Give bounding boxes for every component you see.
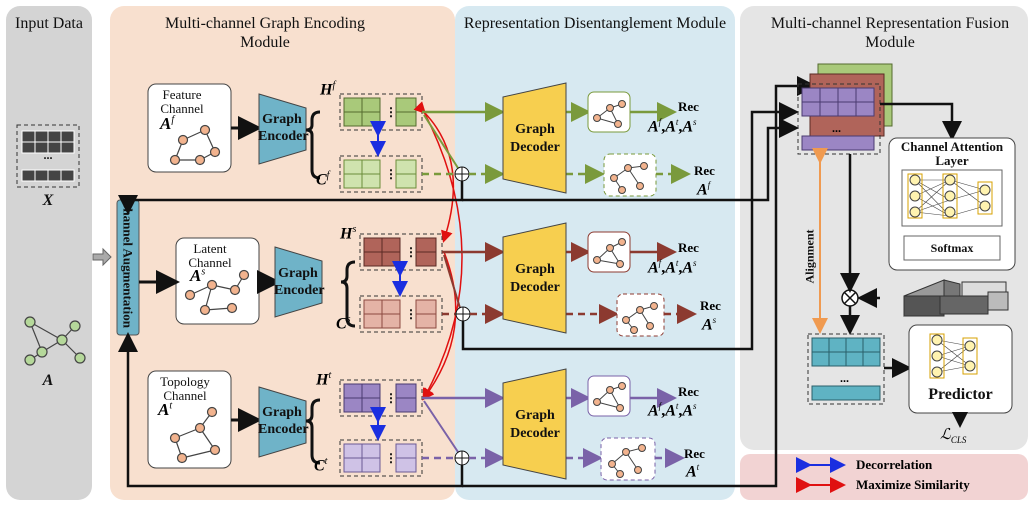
latent-graph-encoder (274, 246, 323, 318)
c-feature-label: Cf (316, 170, 330, 189)
legend-decorrelation: Decorrelation (856, 457, 933, 472)
latent-channel-name: Latent Channel (188, 241, 232, 270)
rec-topology-only-label: Rec (684, 446, 705, 461)
feature-channel-name: Feature Channel (160, 87, 204, 116)
fused-representation: ... (807, 333, 885, 405)
h-feature-label: Hf (320, 80, 336, 99)
feature-channel-graph (169, 124, 221, 166)
legend-maximize-similarity: Maximize Similarity (856, 477, 970, 492)
rec-topology-full-math: Af,At,As (648, 401, 697, 420)
fusion-title: Multi-channel Representation Fusion Modu… (770, 15, 1010, 51)
feature-encoder-label: Graph Encoder (258, 112, 309, 144)
rec-graph-feature-only (603, 153, 657, 197)
softmax-box (903, 235, 1001, 261)
rec-graph-topology-only (600, 437, 656, 481)
svg-text:⋮: ⋮ (385, 167, 397, 181)
rec-graph-topology-full (587, 375, 631, 417)
rec-feature-only-math: Af (697, 180, 711, 199)
feature-matrix-x (16, 124, 80, 188)
rec-feature-only-label: Rec (694, 163, 715, 178)
feature-channel-adj: Af (160, 114, 175, 133)
h-latent-label: Hs (340, 224, 357, 243)
disentangle-title: Representation Disentanglement Module (463, 15, 727, 32)
topology-encoder-label: Graph Encoder (258, 405, 309, 437)
rec-latent-full-label: Rec (678, 240, 699, 255)
topology-graph-encoder (258, 386, 307, 458)
svg-text:⋮: ⋮ (405, 245, 417, 259)
svg-text:...: ... (832, 121, 841, 135)
svg-text:...: ... (840, 371, 849, 385)
latent-channel-adj: As (190, 266, 206, 285)
c-latent-matrix: ⋮ (359, 295, 443, 333)
rec-latent-only-label: Rec (700, 298, 721, 313)
svg-text:⋮: ⋮ (405, 307, 417, 321)
input-title: Input Data (15, 15, 83, 32)
c-feature-matrix: ⋮ (339, 155, 423, 193)
rec-feature-full-math: Af,At,As (648, 117, 697, 136)
predictor-label: Predictor (928, 386, 993, 403)
rec-latent-full-math: Af,At,As (648, 258, 697, 277)
feature-matrix-dots: ... (43, 148, 53, 162)
rec-feature-full-label: Rec (678, 99, 699, 114)
loss-label: ℒCLS (940, 427, 967, 445)
c-topology-label: Ct (314, 456, 328, 475)
input-arrow (92, 247, 112, 267)
graph-label: A (42, 372, 54, 389)
c-latent-label: Cs (336, 314, 351, 333)
svg-text:⋮: ⋮ (385, 451, 397, 465)
svg-text:⋮: ⋮ (385, 105, 397, 119)
topology-channel-adj: At (158, 400, 173, 419)
h-topology-matrix: ⋮ (339, 379, 423, 417)
softmax-label: Softmax (930, 241, 974, 255)
alignment-label: Alignment (802, 229, 817, 284)
rec-graph-latent-only (616, 293, 665, 337)
h-topology-label: Ht (316, 370, 332, 389)
latent-encoder-label: Graph Encoder (274, 266, 325, 298)
feature-graph-decoder (502, 82, 567, 194)
rec-graph-feature-full (587, 91, 631, 133)
feature-decoder-label: Graph Decoder (510, 122, 560, 155)
fused-channel-stack: ... (797, 63, 893, 155)
c-topology-matrix: ⋮ (339, 439, 423, 477)
attention-layer-title: Channel Attention Layer (900, 139, 1004, 168)
h-latent-matrix: ⋮ (359, 233, 443, 271)
topology-graph-decoder (502, 368, 567, 480)
rec-topology-full-label: Rec (678, 384, 699, 399)
rec-graph-latent-full (587, 231, 631, 273)
svg-text:⋮: ⋮ (385, 391, 397, 405)
input-graph-a (24, 316, 86, 366)
attention-network-icon (901, 169, 1003, 227)
legend-panel (740, 454, 1028, 500)
latent-graph-decoder (502, 222, 567, 334)
topology-decoder-label: Graph Decoder (510, 408, 560, 441)
attention-weights (903, 279, 1009, 317)
rec-latent-only-math: As (702, 315, 717, 334)
latent-decoder-label: Graph Decoder (510, 262, 560, 295)
input-panel (6, 6, 92, 500)
predictor-network-icon (929, 333, 978, 379)
topology-channel-graph (169, 406, 221, 464)
channel-augmentation-label: Channel Augmentation (120, 199, 136, 328)
h-feature-matrix: ⋮ (339, 93, 423, 131)
rec-topology-only-math: At (686, 462, 700, 481)
latent-channel-graph (184, 269, 250, 316)
feature-graph-encoder (258, 93, 307, 165)
feature-matrix-label: X (42, 192, 54, 209)
encoding-title: Multi-channel Graph Encoding Module (165, 15, 365, 51)
topology-channel-name: Topology Channel (160, 374, 210, 403)
